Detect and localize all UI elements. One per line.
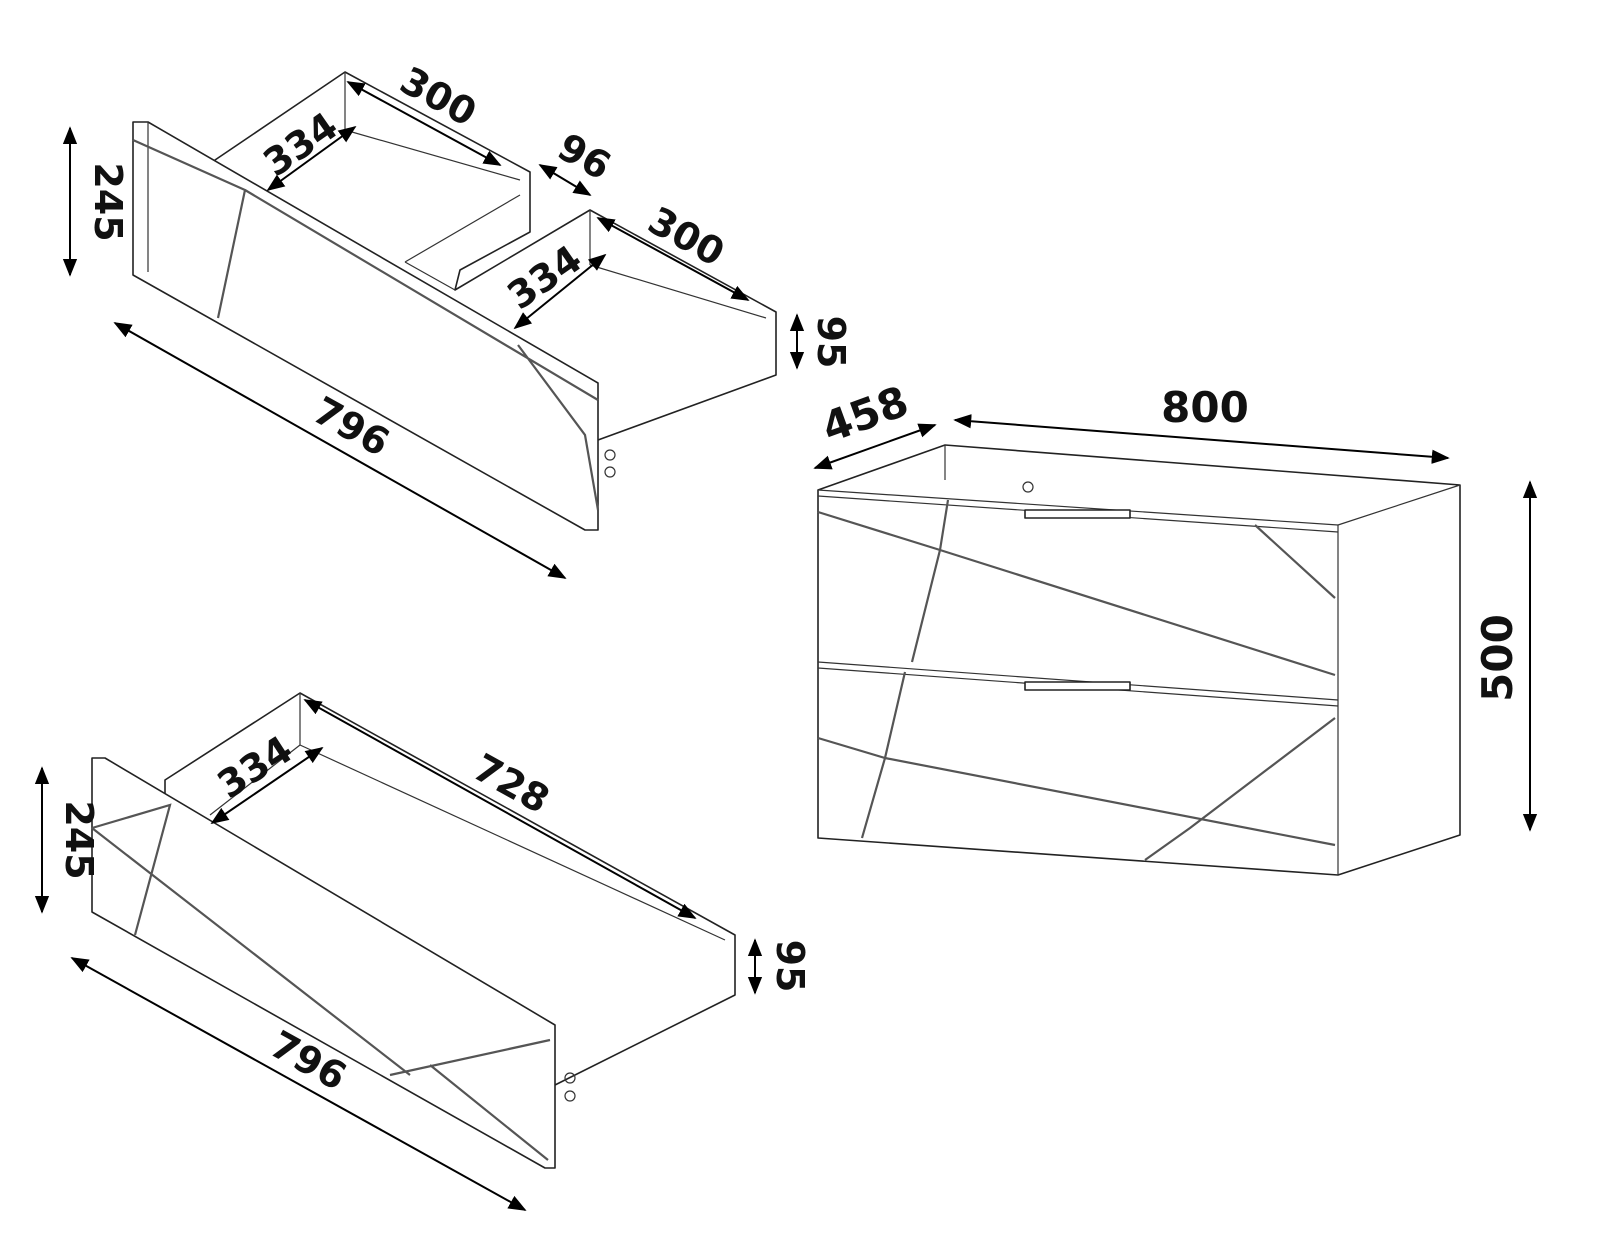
top-drawer-height-label: 245 (86, 162, 130, 241)
bottom-drawer-height-label: 245 (57, 800, 101, 879)
cabinet-depth-label: 458 (815, 376, 914, 452)
top-drawer: 245 796 300 334 96 300 334 95 (62, 58, 853, 579)
cabinet-body (817, 444, 1461, 876)
cabinet: 800 458 500 (813, 376, 1538, 876)
top-drawer-handle (1024, 509, 1131, 519)
bottom-drawer-side-height-label: 95 (768, 940, 812, 993)
bottom-drawer: 245 796 334 728 95 (34, 692, 812, 1211)
top-drawer-side-height-label: 95 (809, 316, 853, 369)
bottom-drawer-handle (1024, 681, 1131, 691)
cabinet-height-label: 500 (1473, 614, 1522, 702)
cabinet-width-label: 800 (1161, 383, 1249, 432)
top-drawer-divider-label: 96 (551, 125, 619, 189)
